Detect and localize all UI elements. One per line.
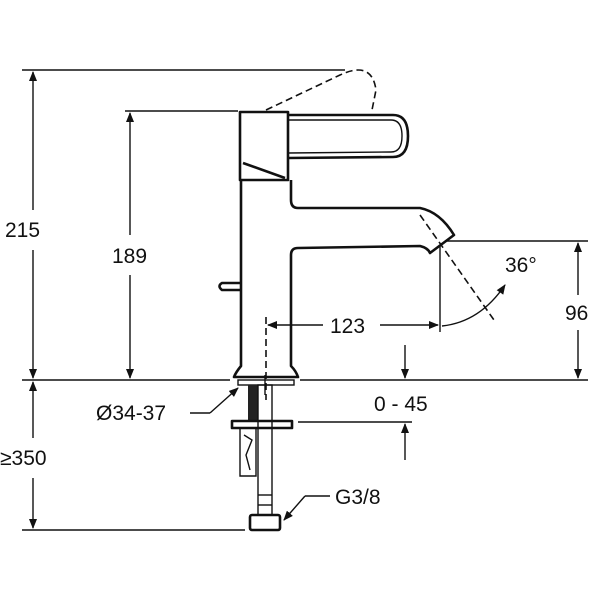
dim-total-height: 215: [5, 219, 40, 242]
hidden-lines: [265, 69, 495, 400]
extension-lines: [22, 69, 588, 531]
dim-spout-reach: 123: [330, 315, 365, 338]
dimension-lines: [29, 71, 582, 529]
dim-spray-angle: 36°: [505, 254, 537, 277]
faucet-body: [218, 110, 456, 379]
dim-body-height: 189: [112, 245, 147, 268]
dim-spout-height: 96: [565, 302, 588, 325]
dim-hose-length: ≥350: [0, 447, 47, 470]
dim-connection: G3/8: [335, 486, 381, 509]
dim-counter-thickness: 0 - 45: [374, 393, 428, 416]
mounting-assembly: [230, 375, 295, 532]
dim-hole-diameter: Ø34-37: [96, 402, 166, 425]
